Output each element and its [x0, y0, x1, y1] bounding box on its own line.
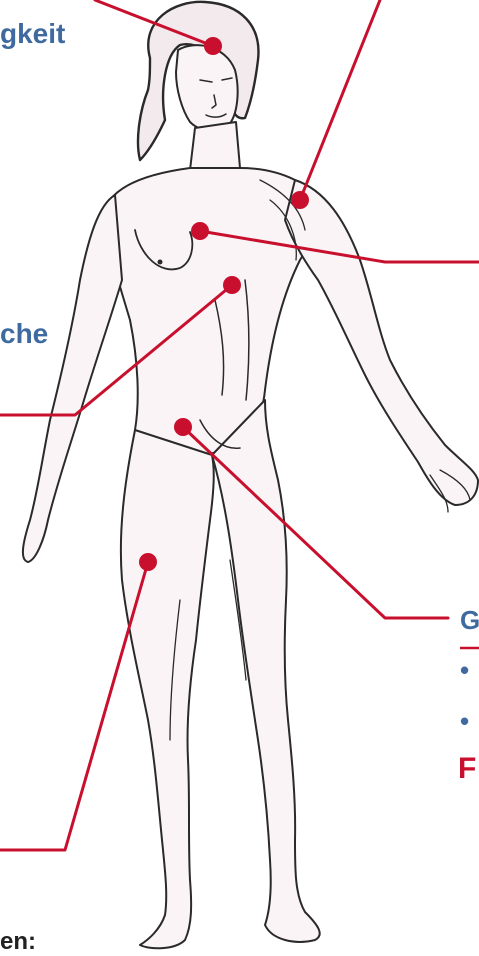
label-top-left: gkeit [0, 18, 65, 50]
label-bottom: en: [0, 928, 36, 956]
right-leg [212, 400, 320, 942]
left-leg [121, 430, 214, 948]
nipple-mark [158, 260, 163, 265]
marker-abdomen [223, 276, 241, 294]
left-arm [23, 195, 122, 562]
label-right-bullet-2: • [460, 706, 469, 737]
marker-shoulder [291, 191, 309, 209]
marker-chest [191, 222, 209, 240]
marker-head [204, 37, 222, 55]
neck [190, 122, 240, 170]
label-right-bullet-1: • [460, 655, 469, 686]
label-right-f: F [458, 752, 476, 786]
line-shoulder [300, 0, 380, 200]
label-right-g: G [460, 605, 479, 636]
human-figure-illustration [23, 2, 478, 948]
label-mid-left: che [0, 318, 48, 350]
marker-groin [174, 418, 192, 436]
marker-thigh [139, 553, 157, 571]
right-arm [285, 180, 478, 505]
face [176, 45, 238, 131]
